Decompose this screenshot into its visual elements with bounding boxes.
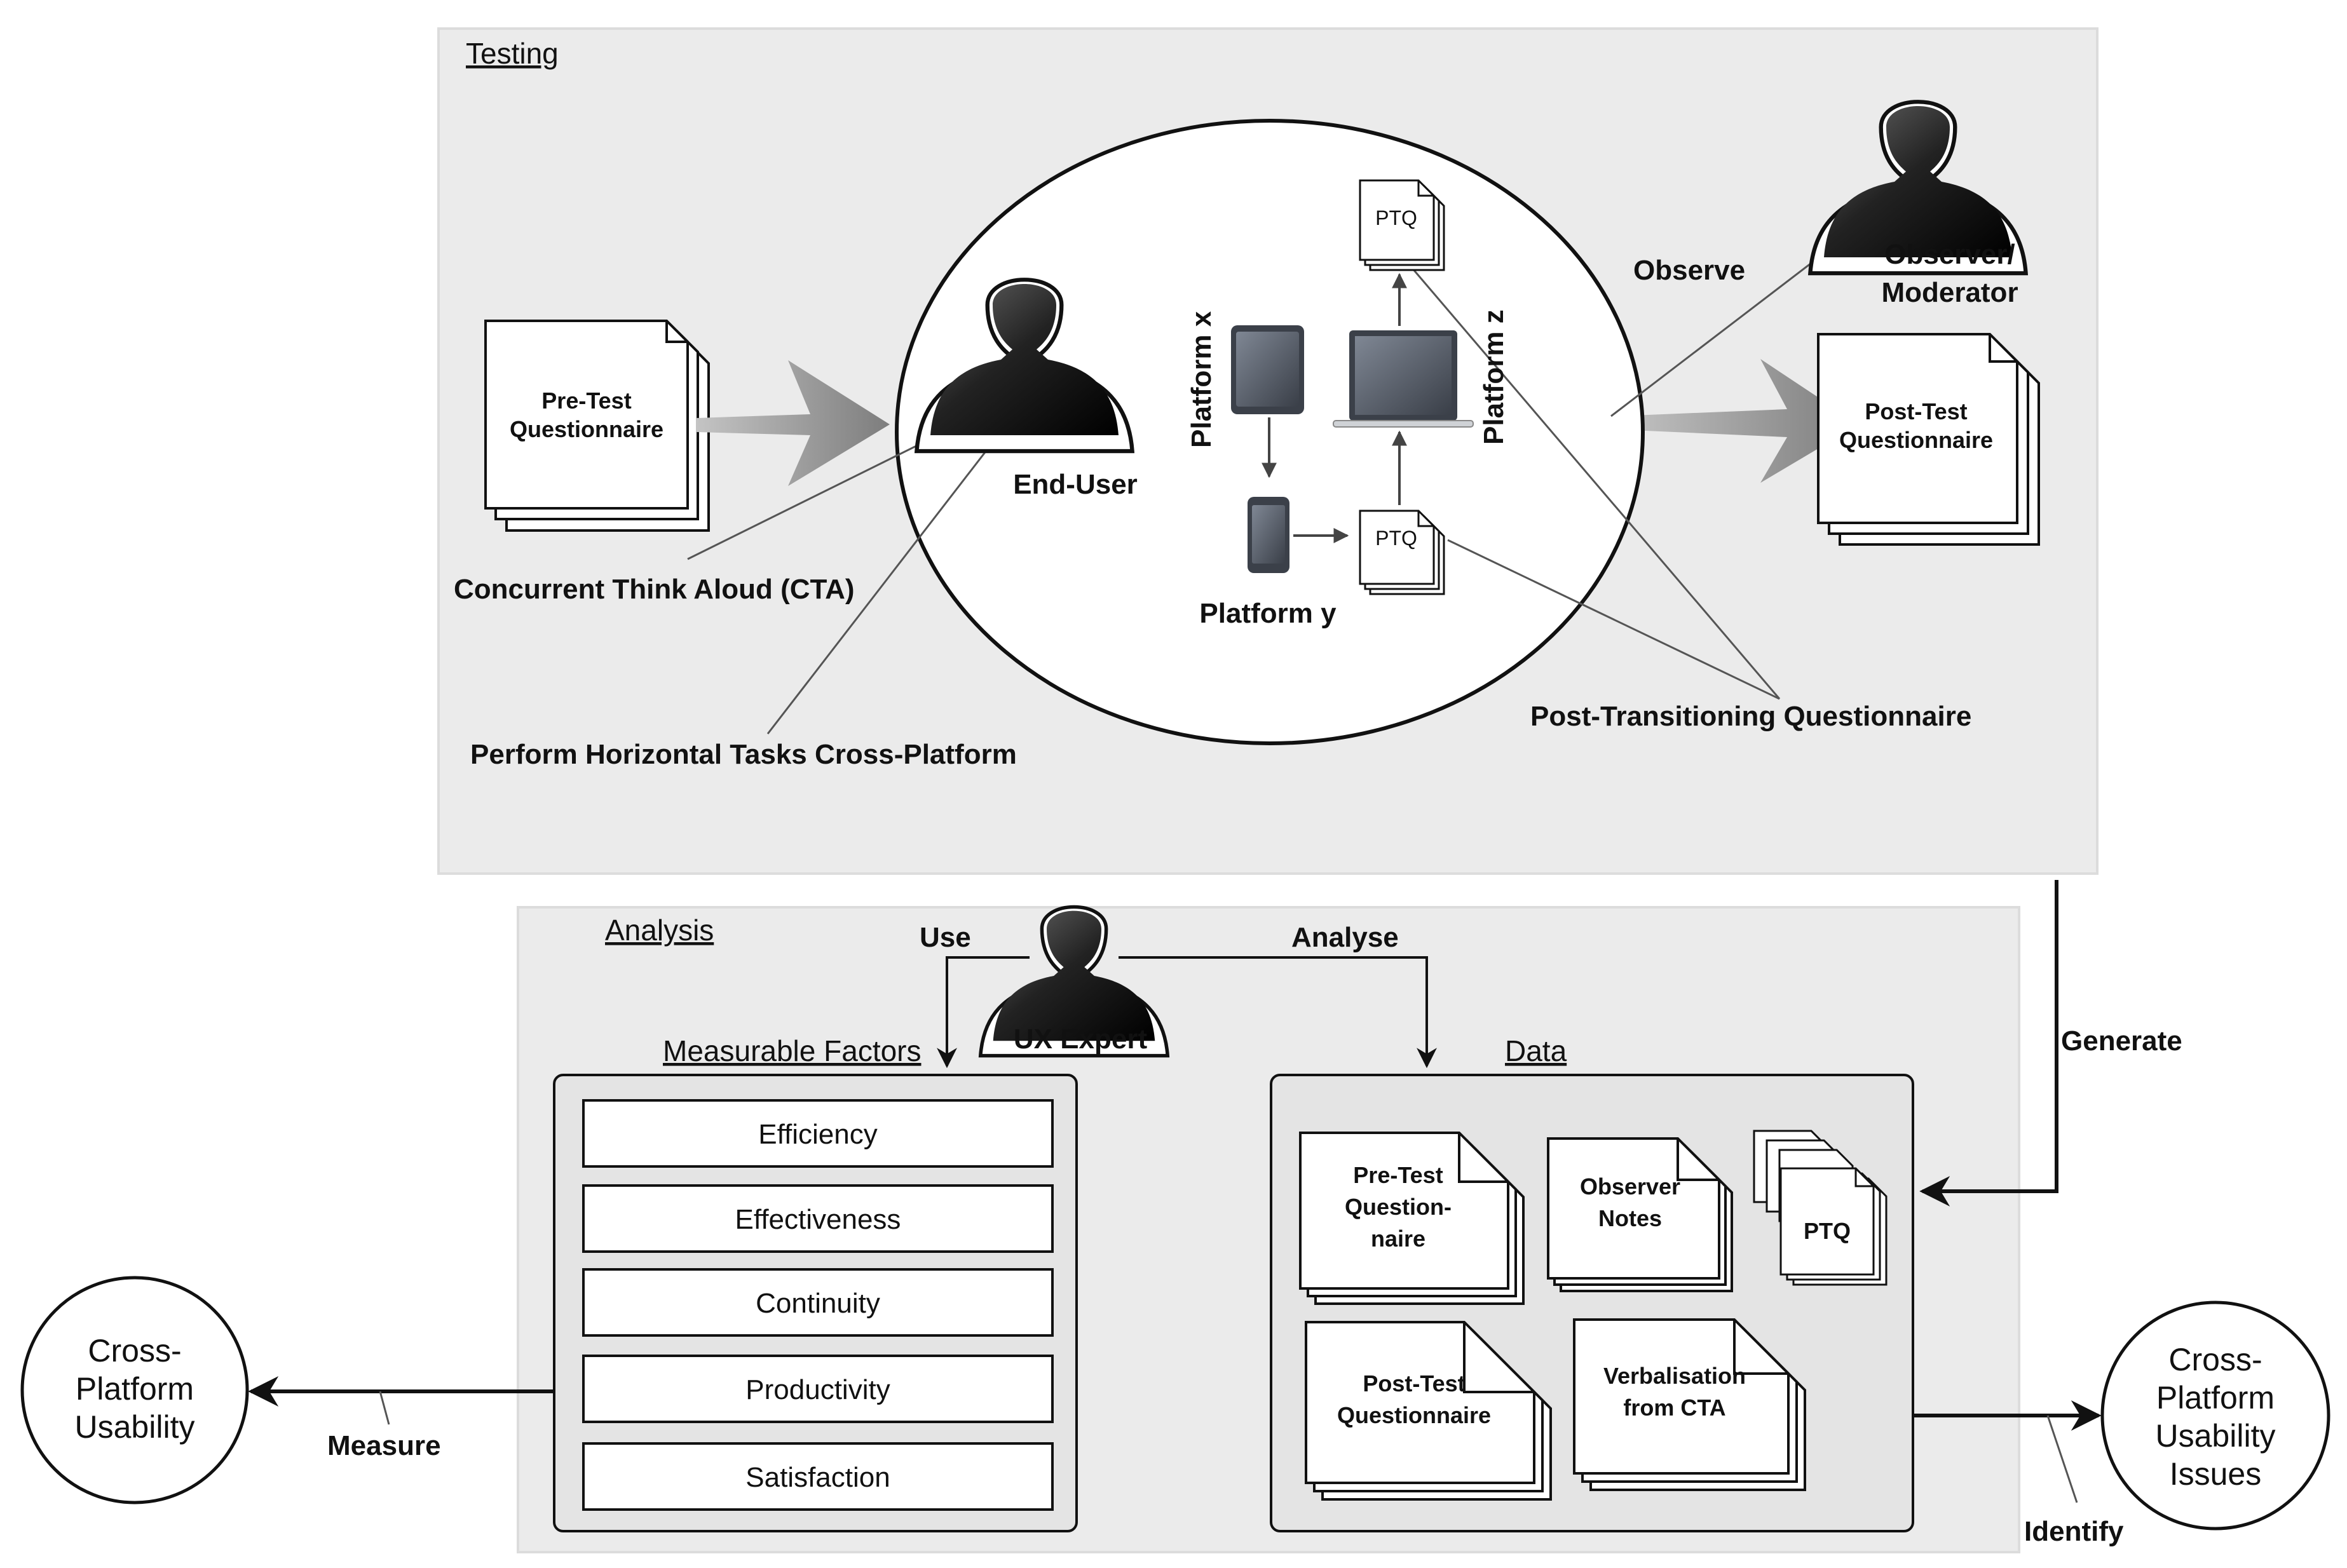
factor-continuity: Continuity (756, 1288, 880, 1319)
factor-row (582, 1355, 1054, 1423)
ptq-doc-lower: PTQ (1359, 510, 1445, 595)
issues-line1: Cross- (2168, 1342, 2262, 1377)
output-arrow (1617, 359, 1859, 483)
ux-expert-connectors (937, 956, 1437, 1069)
ptq-lower-label: PTQ (1375, 527, 1417, 550)
usability-line1: Cross- (88, 1333, 181, 1369)
cross-platform-usability-circle: Cross- Platform Usability (20, 1276, 249, 1504)
input-arrow (696, 360, 890, 486)
post-test-line2: Questionnaire (1839, 427, 1993, 453)
generate-arrow (1919, 880, 2058, 1206)
issues-line2: Platform (2156, 1380, 2275, 1416)
pre-test-line1: Pre-Test (541, 388, 631, 414)
data-ptq-docs: PTQ (1753, 1130, 1888, 1286)
platform-x-label: Platform x (1186, 311, 1217, 448)
measurable-factors-box: Measurable Factors Efficiency Effectiven… (553, 1034, 1078, 1532)
pre-test-questionnaire-doc: Pre-Test Questionnaire (484, 320, 710, 532)
data-pre-test-line2: Question- (1345, 1194, 1452, 1220)
factor-effectiveness: Effectiveness (735, 1204, 901, 1235)
measure-label: Measure (327, 1430, 441, 1461)
data-post-test-line1: Post-Test (1363, 1370, 1465, 1396)
factor-row (582, 1099, 1054, 1168)
testing-title: Testing (466, 37, 559, 70)
usability-line3: Usability (75, 1409, 195, 1445)
platform-z-label: Platform z (1478, 309, 1509, 445)
data-post-test-line2: Questionnaire (1337, 1402, 1491, 1428)
generate-label: Generate (2061, 1025, 2182, 1057)
verbalisation-line2: from CTA (1623, 1395, 1725, 1421)
tasks-label: Perform Horizontal Tasks Cross-Platform (470, 739, 1017, 770)
observer-notes-line1: Observer (1580, 1173, 1680, 1200)
platform-y-phone (1248, 497, 1289, 573)
analyse-label: Analyse (1291, 922, 1399, 953)
verbalisation-line1: Verbalisation (1603, 1363, 1746, 1389)
factor-row (582, 1184, 1054, 1253)
cta-label: Concurrent Think Aloud (CTA) (454, 574, 855, 605)
data-verbalisation-doc: Verbalisation from CTA (1573, 1318, 1806, 1491)
identify-label: Identify (2024, 1516, 2124, 1547)
ux-expert-label: UX Expert (1014, 1024, 1148, 1055)
data-pre-test-line1: Pre-Test (1353, 1162, 1443, 1188)
observer-label-line1: Observer/ (1884, 239, 2015, 270)
data-title: Data (1505, 1034, 1567, 1067)
data-ptq-label: PTQ (1804, 1218, 1851, 1244)
end-user-label: End-User (1013, 469, 1138, 500)
use-label: Use (920, 922, 971, 953)
issues-line4: Issues (2170, 1456, 2262, 1492)
ptq-upper-label: PTQ (1375, 206, 1417, 229)
factor-row (582, 1442, 1054, 1511)
pre-test-line2: Questionnaire (510, 416, 663, 442)
data-pre-test-line3: naire (1371, 1226, 1425, 1252)
ptq-doc-upper: PTQ (1359, 179, 1445, 271)
post-test-line1: Post-Test (1865, 398, 1967, 424)
factor-list: Efficiency Effectiveness Continuity Prod… (582, 1099, 1054, 1511)
observer (1807, 100, 2029, 276)
observe-label: Observe (1633, 255, 1745, 286)
observer-label-line2: Moderator (1881, 277, 2018, 308)
person-silhouette-icon (978, 905, 1170, 1058)
factor-efficiency: Efficiency (758, 1119, 878, 1150)
factors-title: Measurable Factors (663, 1034, 922, 1067)
person-silhouette-icon (914, 278, 1135, 454)
platform-y-label: Platform y (1199, 598, 1337, 629)
ux-expert (978, 905, 1170, 1058)
platform-z-laptop (1333, 330, 1474, 428)
end-user: End-User (914, 278, 1138, 500)
cross-platform-usability-issues-circle: Cross- Platform Usability Issues (2100, 1301, 2330, 1531)
data-post-test-doc: Post-Test Questionnaire (1305, 1321, 1552, 1501)
data-pre-test-doc: Pre-Test Question- naire (1299, 1132, 1525, 1305)
factor-row (582, 1268, 1054, 1337)
platform-x-tablet (1231, 325, 1304, 414)
factor-productivity: Productivity (745, 1374, 890, 1405)
leader-lines (687, 208, 1882, 734)
analysis-title: Analysis (605, 914, 714, 947)
measure-leader (379, 1391, 390, 1425)
identify-leader (2046, 1415, 2078, 1503)
post-test-questionnaire-doc: Post-Test Questionnaire (1817, 333, 2040, 546)
data-observer-notes-doc: Observer Notes (1547, 1137, 1733, 1292)
observer-notes-line2: Notes (1598, 1205, 1662, 1231)
factor-satisfaction: Satisfaction (745, 1462, 890, 1493)
ptq-label: Post-Transitioning Questionnaire (1530, 701, 1971, 732)
person-silhouette-icon (1807, 100, 2029, 276)
issues-line3: Usability (2156, 1418, 2276, 1454)
usability-line2: Platform (76, 1371, 194, 1407)
